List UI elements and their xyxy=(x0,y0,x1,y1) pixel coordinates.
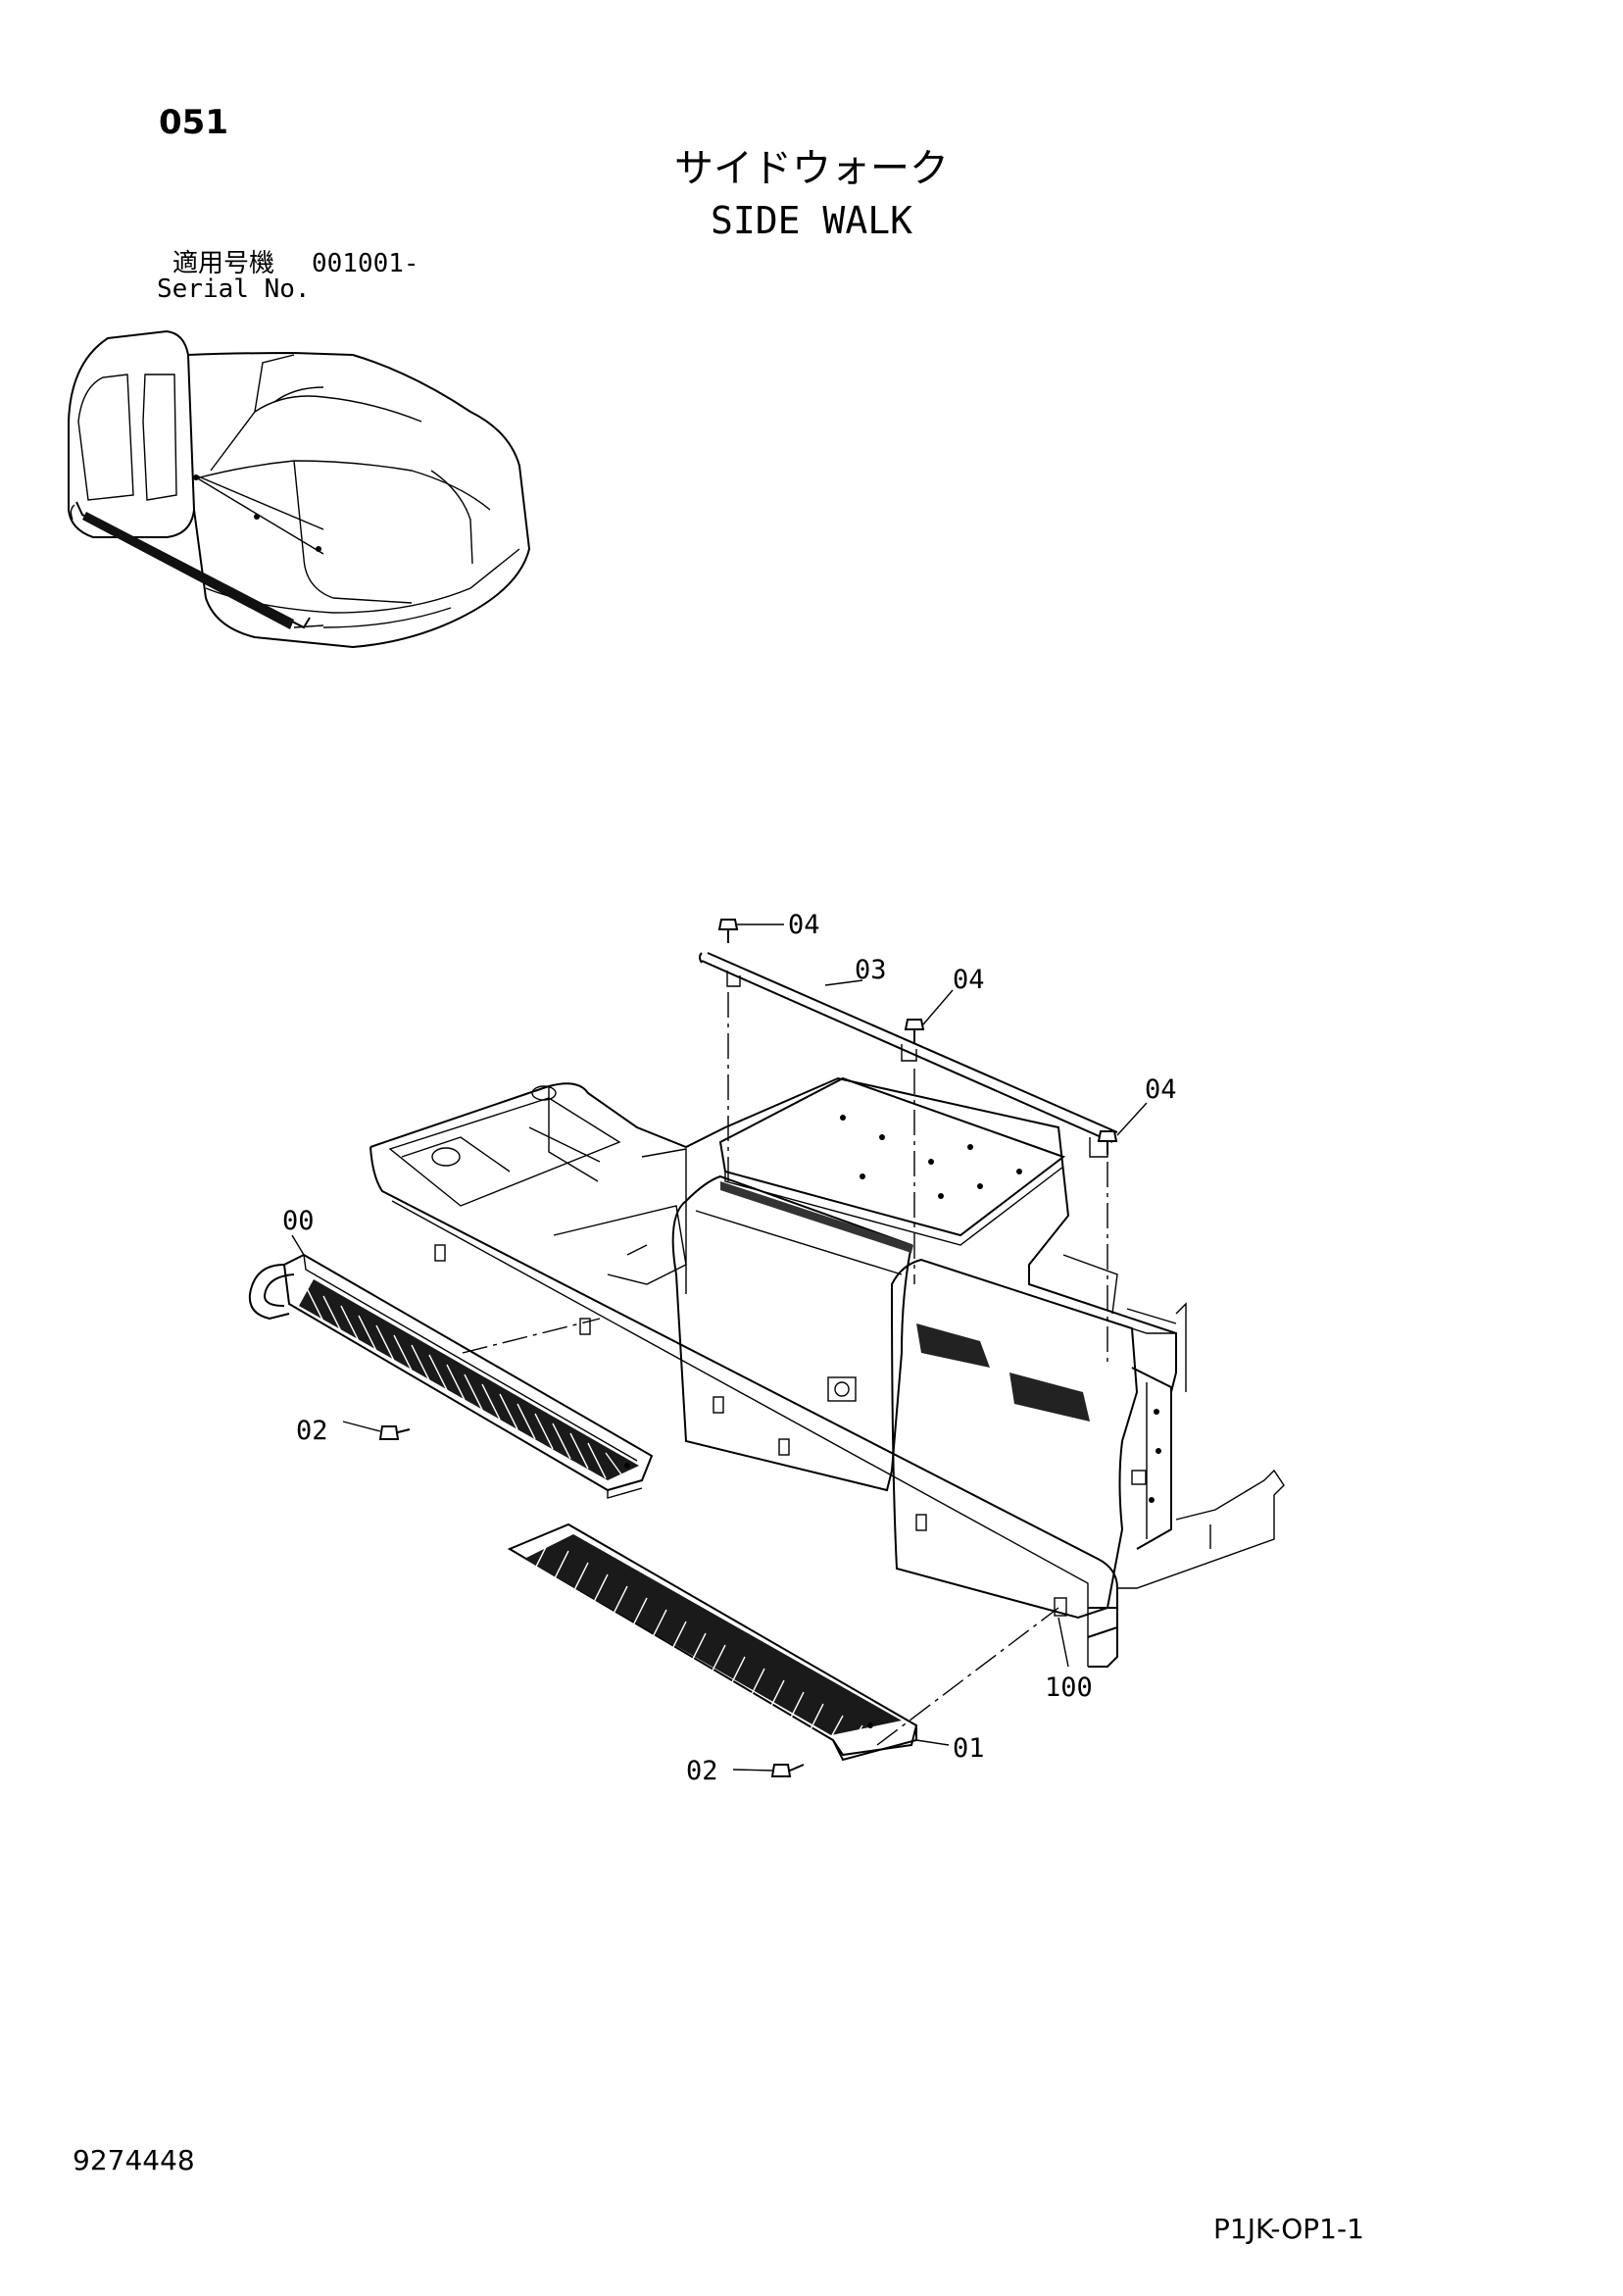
callout-02-b: 02 xyxy=(686,1756,718,1786)
callout-04-c: 04 xyxy=(1145,1074,1177,1105)
serial-label-japanese: 適用号機 xyxy=(172,249,275,278)
page-number: 051 xyxy=(159,103,228,142)
callout-01: 01 xyxy=(953,1733,985,1764)
serial-label-english: Serial No. xyxy=(157,275,311,304)
callout-100: 100 xyxy=(1045,1672,1093,1703)
side-walk-exploded-view xyxy=(248,919,1285,1777)
machine-overview-illustration xyxy=(68,329,531,649)
document-number: 9274448 xyxy=(73,2144,195,2176)
callout-03: 03 xyxy=(855,955,887,985)
callout-00: 00 xyxy=(282,1206,315,1236)
callout-04-a: 04 xyxy=(788,910,820,940)
callout-02-a: 02 xyxy=(296,1416,328,1446)
page-title-english: SIDE WALK xyxy=(711,199,912,242)
serial-value: 001001- xyxy=(312,249,419,278)
page-title-japanese: サイドウォーク xyxy=(674,146,949,191)
callout-04-b: 04 xyxy=(953,965,985,995)
page-code: P1JK-OP1-1 xyxy=(1213,2213,1364,2245)
